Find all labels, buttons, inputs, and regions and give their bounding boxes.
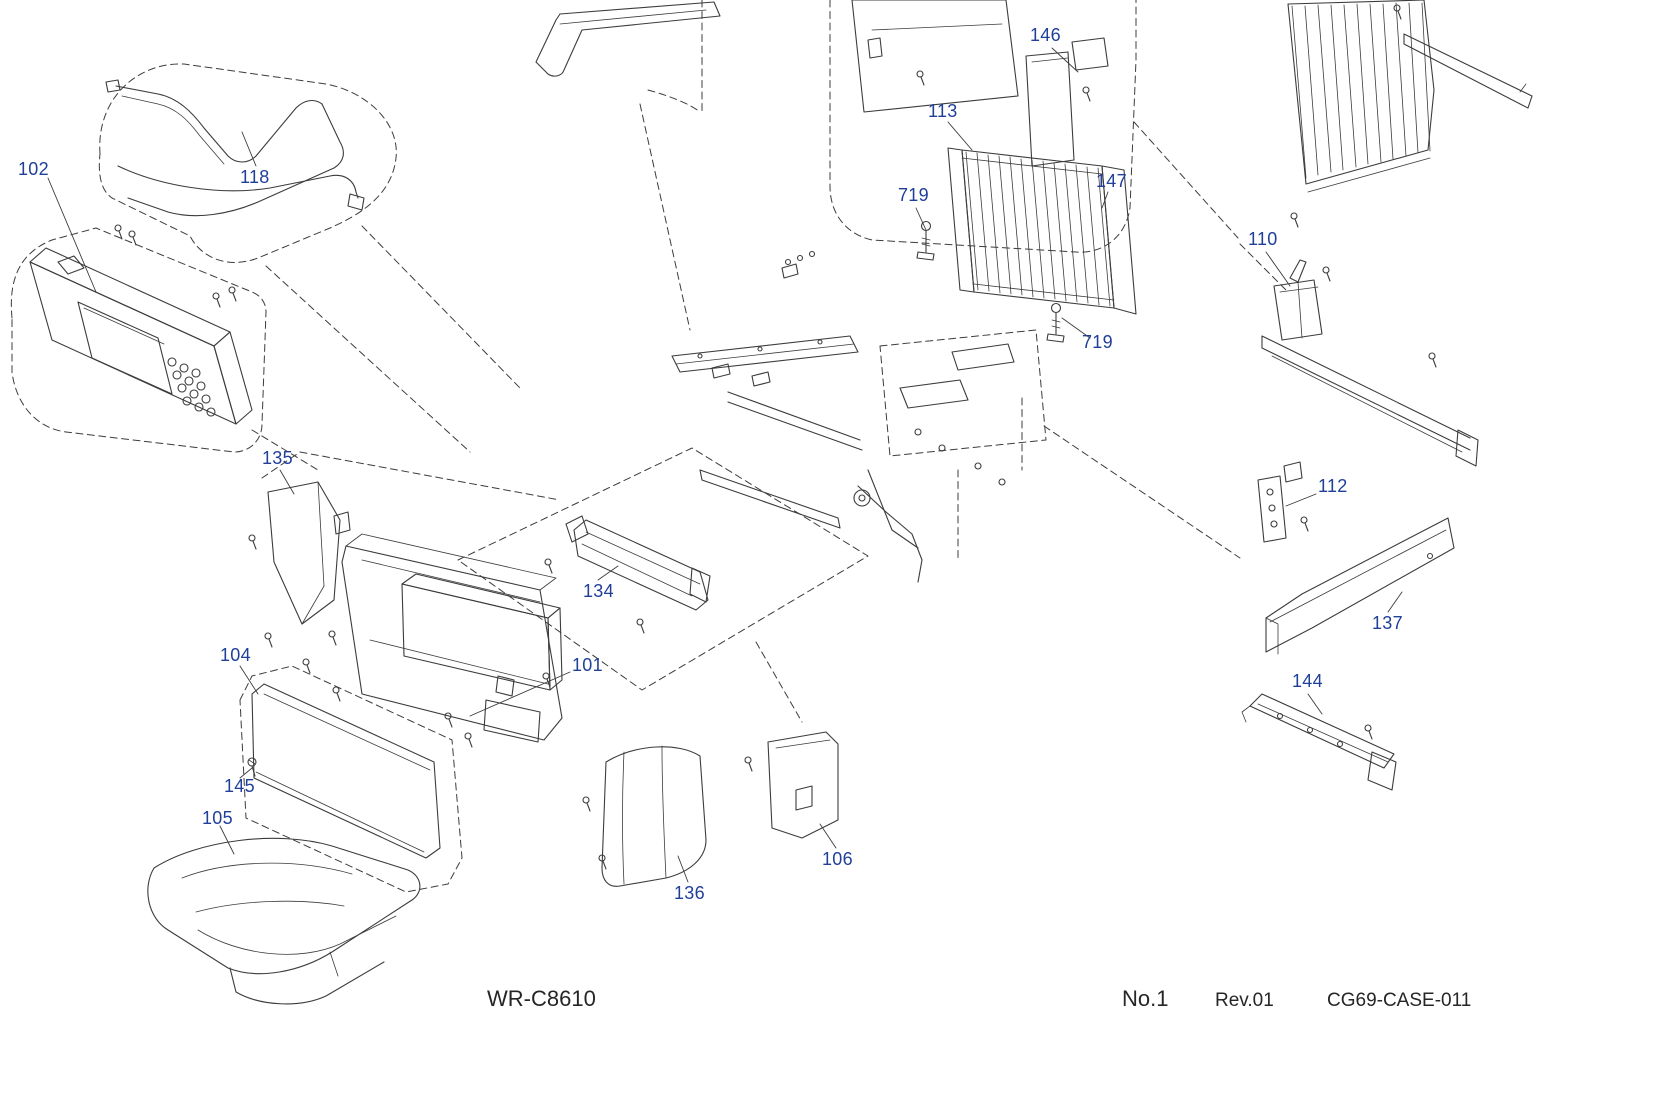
drawing-revision: Rev.01: [1215, 990, 1274, 1011]
callout-719-lower: 719: [1082, 332, 1113, 352]
callout-144: 144: [1292, 671, 1323, 691]
dashed-boundaries: [10, 0, 1289, 893]
callout-101: 101: [572, 655, 603, 675]
callout-134: 134: [583, 581, 614, 601]
screw-719-lower: [1046, 302, 1065, 343]
callout-136: 136: [674, 883, 705, 903]
callout-137: 137: [1372, 613, 1403, 633]
part-101-main-frame-assembly: [302, 533, 563, 748]
part-102-control-panel: [29, 224, 253, 425]
callout-106: 106: [822, 849, 853, 869]
top-bracket: [535, 1, 721, 77]
part-110-bracket-rail: [1261, 212, 1479, 467]
callout-113: 113: [928, 101, 958, 121]
thin-bracket-top-right: [1393, 4, 1533, 109]
callout-719-upper: 719: [898, 185, 929, 205]
callout-112: 112: [1318, 476, 1348, 496]
callout-105: 105: [202, 808, 233, 828]
part-137-panel-strip: [1265, 517, 1455, 655]
callout-145: 145: [224, 776, 255, 796]
right-top-tray-panel: [1287, 0, 1435, 193]
main-chassis-frame: [671, 329, 1047, 583]
part-113-duplex-unit: [947, 147, 1137, 315]
screw-719-upper: [916, 220, 935, 261]
part-105-paper-tray: [147, 837, 421, 1005]
drawing-model-number: WR-C8610: [487, 986, 596, 1011]
part-135-corner-cover: [248, 481, 351, 648]
rear-door-assembly: [781, 0, 1109, 279]
callout-147: 147: [1096, 171, 1127, 191]
drawing-doc-code: CG69-CASE-011: [1327, 990, 1472, 1011]
callout-135: 135: [262, 448, 293, 468]
part-144-rail: [1241, 693, 1397, 791]
callout-104: 104: [220, 645, 251, 665]
callout-102: 102: [18, 159, 49, 179]
cable-118: [105, 79, 365, 217]
callout-leader-lines: [47, 47, 1403, 883]
callout-110: 110: [1248, 229, 1278, 249]
part-136-corner-cover-front: [582, 745, 707, 887]
part-106-small-cover: [744, 731, 839, 839]
part-104-front-panel: [251, 683, 441, 859]
callout-146: 146: [1030, 25, 1061, 45]
screw-145: [247, 757, 257, 777]
drawing-sheet-number: No.1: [1122, 986, 1169, 1011]
callout-118: 118: [240, 167, 270, 187]
part-112-bracket: [1257, 461, 1309, 543]
part-134-guide-rail: [544, 515, 711, 634]
